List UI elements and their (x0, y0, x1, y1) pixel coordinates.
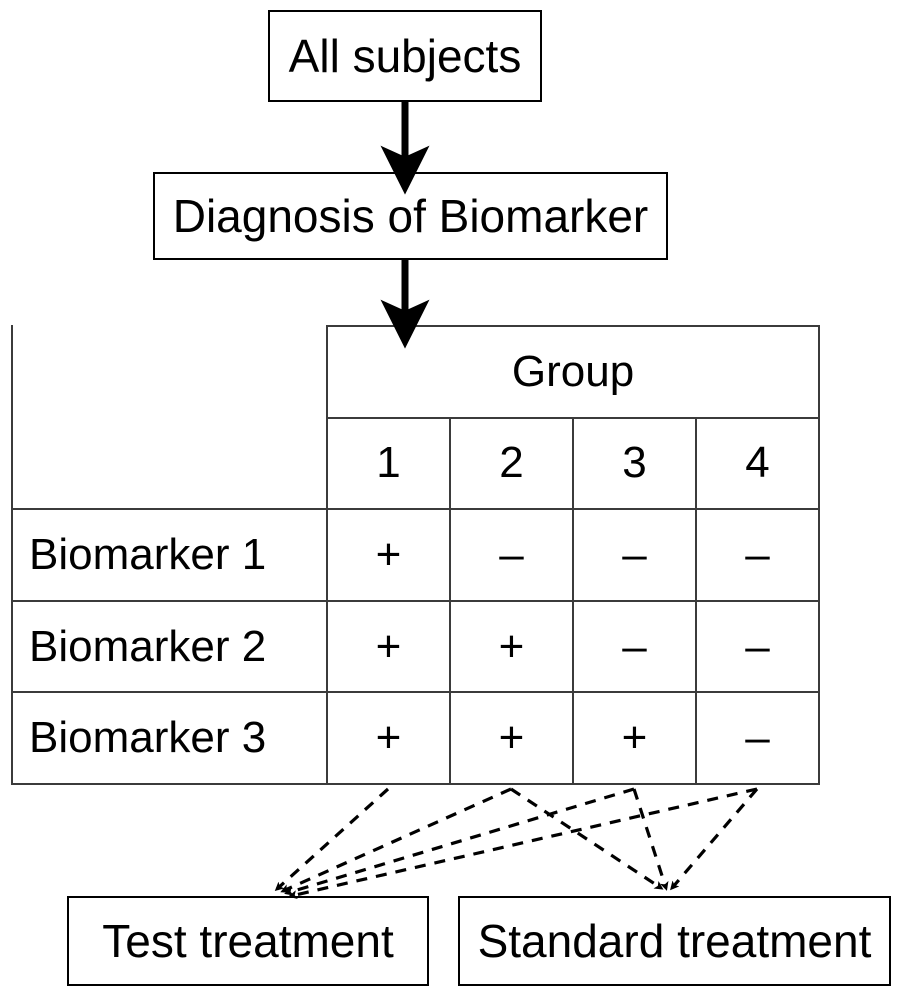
table-group-header: Group (325, 325, 821, 419)
node-all-subjects-label: All subjects (288, 30, 522, 82)
table-group-number-4: 4 (694, 416, 821, 511)
cell-biomarker-2-group-2: + (449, 599, 574, 694)
cell-biomarker-2-group-1: + (326, 599, 451, 694)
arrow-group-4-to-standard-treatment (670, 787, 759, 891)
table-header-row-group: Group (11, 325, 821, 511)
row-label-biomarker-3: Biomarker 3 (11, 691, 328, 785)
node-diagnosis-label: Diagnosis of Biomarker (172, 190, 649, 242)
arrow-group-2-to-test-treatment (280, 787, 512, 893)
arrow-group-4-to-test-treatment (288, 787, 758, 900)
table-group-number-2: 2 (449, 416, 574, 511)
node-standard-treatment-label: Standard treatment (477, 915, 872, 967)
cell-biomarker-3-group-4: – (694, 691, 821, 785)
cell-biomarker-1-group-2: – (449, 508, 574, 602)
arrow-group-3-to-standard-treatment (632, 788, 669, 891)
node-test-treatment-label: Test treatment (102, 915, 394, 967)
cell-biomarker-2-group-3: – (572, 599, 697, 694)
cell-biomarker-2-group-4: – (694, 599, 821, 694)
table-row: Biomarker 2 + + – – (11, 599, 821, 694)
table-row: Biomarker 3 + + + – (11, 691, 821, 785)
node-test-treatment: Test treatment (67, 896, 429, 986)
row-label-biomarker-2: Biomarker 2 (11, 599, 328, 694)
node-standard-treatment: Standard treatment (458, 896, 891, 986)
table-group-number-3: 3 (572, 416, 697, 511)
table-header-row-numbers: 1 2 3 4 (12, 416, 821, 511)
cell-biomarker-3-group-2: + (449, 691, 574, 785)
biomarker-group-table: Group 1 2 3 4 Biomarker 1 + – – – Biomar… (11, 325, 821, 785)
cell-biomarker-3-group-3: + (572, 691, 697, 785)
cell-biomarker-1-group-3: – (572, 508, 697, 602)
table-group-number-1: 1 (326, 416, 451, 511)
table-row: Biomarker 1 + – – – (11, 508, 821, 602)
arrow-group-3-to-test-treatment (284, 787, 635, 896)
arrow-group-1-to-test-treatment (274, 787, 390, 892)
cell-biomarker-3-group-1: + (326, 691, 451, 785)
row-label-biomarker-1: Biomarker 1 (11, 508, 328, 602)
table-corner-cell (11, 326, 328, 511)
arrow-group-2-to-standard-treatment (510, 787, 664, 890)
node-all-subjects: All subjects (268, 10, 542, 102)
node-diagnosis-of-biomarker: Diagnosis of Biomarker (153, 172, 668, 260)
cell-biomarker-1-group-1: + (326, 508, 451, 602)
cell-biomarker-1-group-4: – (694, 508, 821, 602)
